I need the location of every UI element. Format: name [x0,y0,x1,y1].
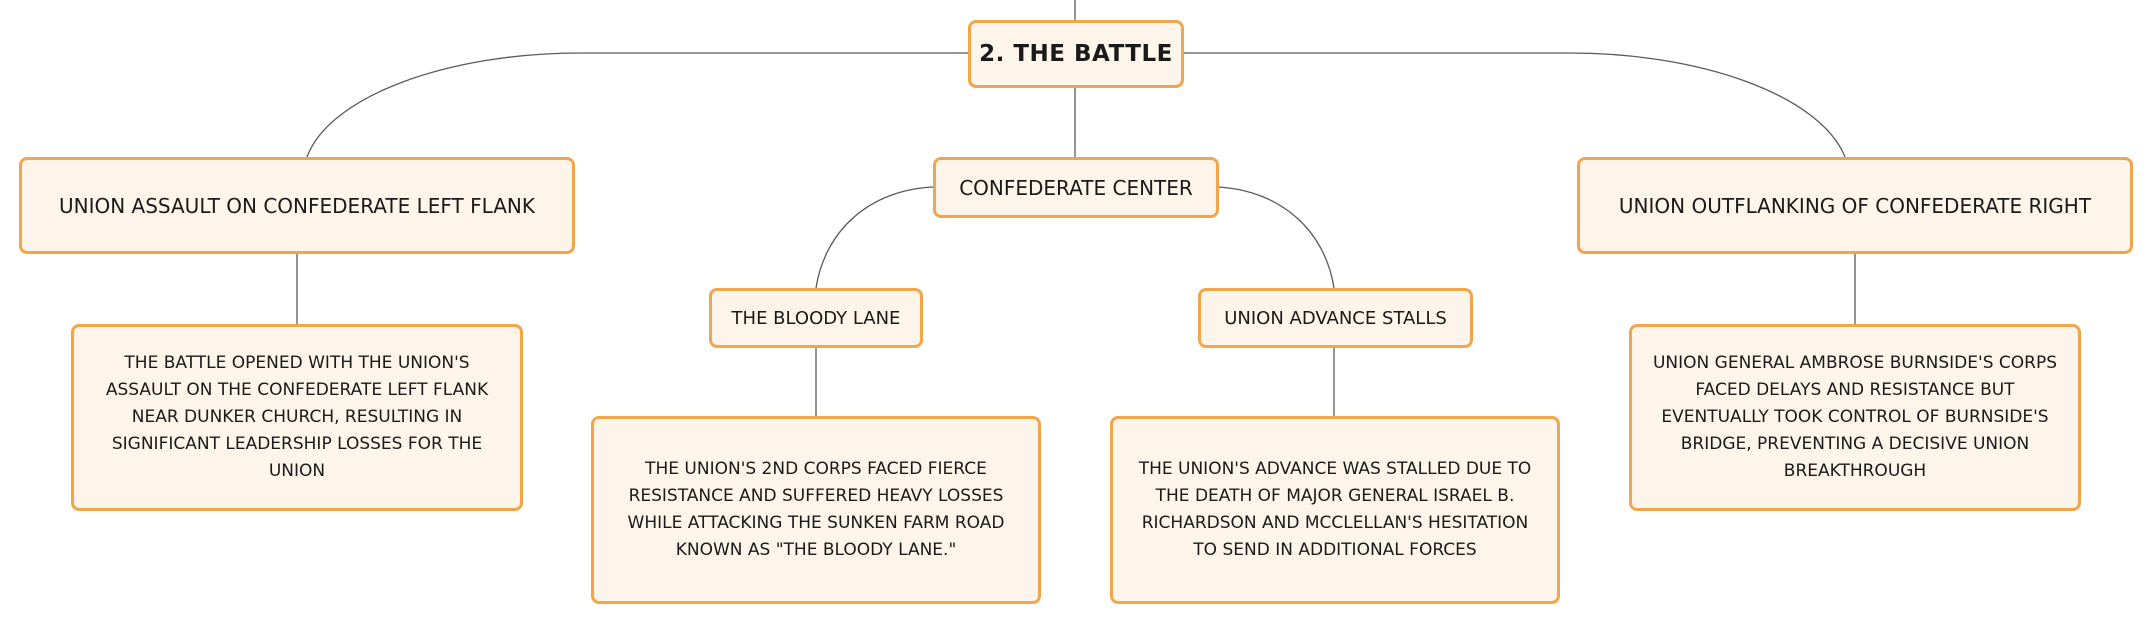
branch-union-assault-left-flank-label: UNION ASSAULT ON CONFEDERATE LEFT FLANK [59,193,535,218]
connector-center-advance-stalls [1216,186,1335,289]
root-node[interactable]: 2. THE BATTLE [968,20,1184,88]
detail-union-advance-stalls-text: THE UNION'S ADVANCE WAS STALLED DUE TO T… [1138,459,1532,560]
subtopic-union-advance-stalls[interactable]: UNION ADVANCE STALLS [1198,288,1473,348]
detail-left-flank[interactable]: THE BATTLE OPENED WITH THE UNION'S ASSAU… [71,324,523,511]
subtopic-bloody-lane-label: THE BLOODY LANE [731,307,901,329]
root-node-label: 2. THE BATTLE [979,41,1173,67]
subtopic-union-advance-stalls-label: UNION ADVANCE STALLS [1224,307,1447,329]
connector-root-left-flank [306,52,968,158]
connector-root-right [1184,52,1846,158]
detail-union-advance-stalls[interactable]: THE UNION'S ADVANCE WAS STALLED DUE TO T… [1110,416,1560,604]
subtopic-bloody-lane[interactable]: THE BLOODY LANE [709,288,923,348]
connector-center-bloody-lane [815,186,934,289]
detail-bloody-lane[interactable]: THE UNION'S 2ND CORPS FACED FIERCE RESIS… [591,416,1041,604]
detail-bloody-lane-text: THE UNION'S 2ND CORPS FACED FIERCE RESIS… [627,459,1005,560]
branch-union-outflanking-right-label: UNION OUTFLANKING OF CONFEDERATE RIGHT [1618,193,2092,218]
detail-left-flank-text: THE BATTLE OPENED WITH THE UNION'S ASSAU… [105,353,489,481]
detail-right-flank[interactable]: UNION GENERAL AMBROSE BURNSIDE'S CORPS F… [1629,324,2081,511]
detail-right-flank-text: UNION GENERAL AMBROSE BURNSIDE'S CORPS F… [1652,353,2057,481]
branch-confederate-center[interactable]: CONFEDERATE CENTER [933,157,1219,218]
branch-union-assault-left-flank[interactable]: UNION ASSAULT ON CONFEDERATE LEFT FLANK [19,157,575,254]
branch-union-outflanking-right[interactable]: UNION OUTFLANKING OF CONFEDERATE RIGHT [1577,157,2133,254]
branch-confederate-center-label: CONFEDERATE CENTER [959,175,1193,200]
